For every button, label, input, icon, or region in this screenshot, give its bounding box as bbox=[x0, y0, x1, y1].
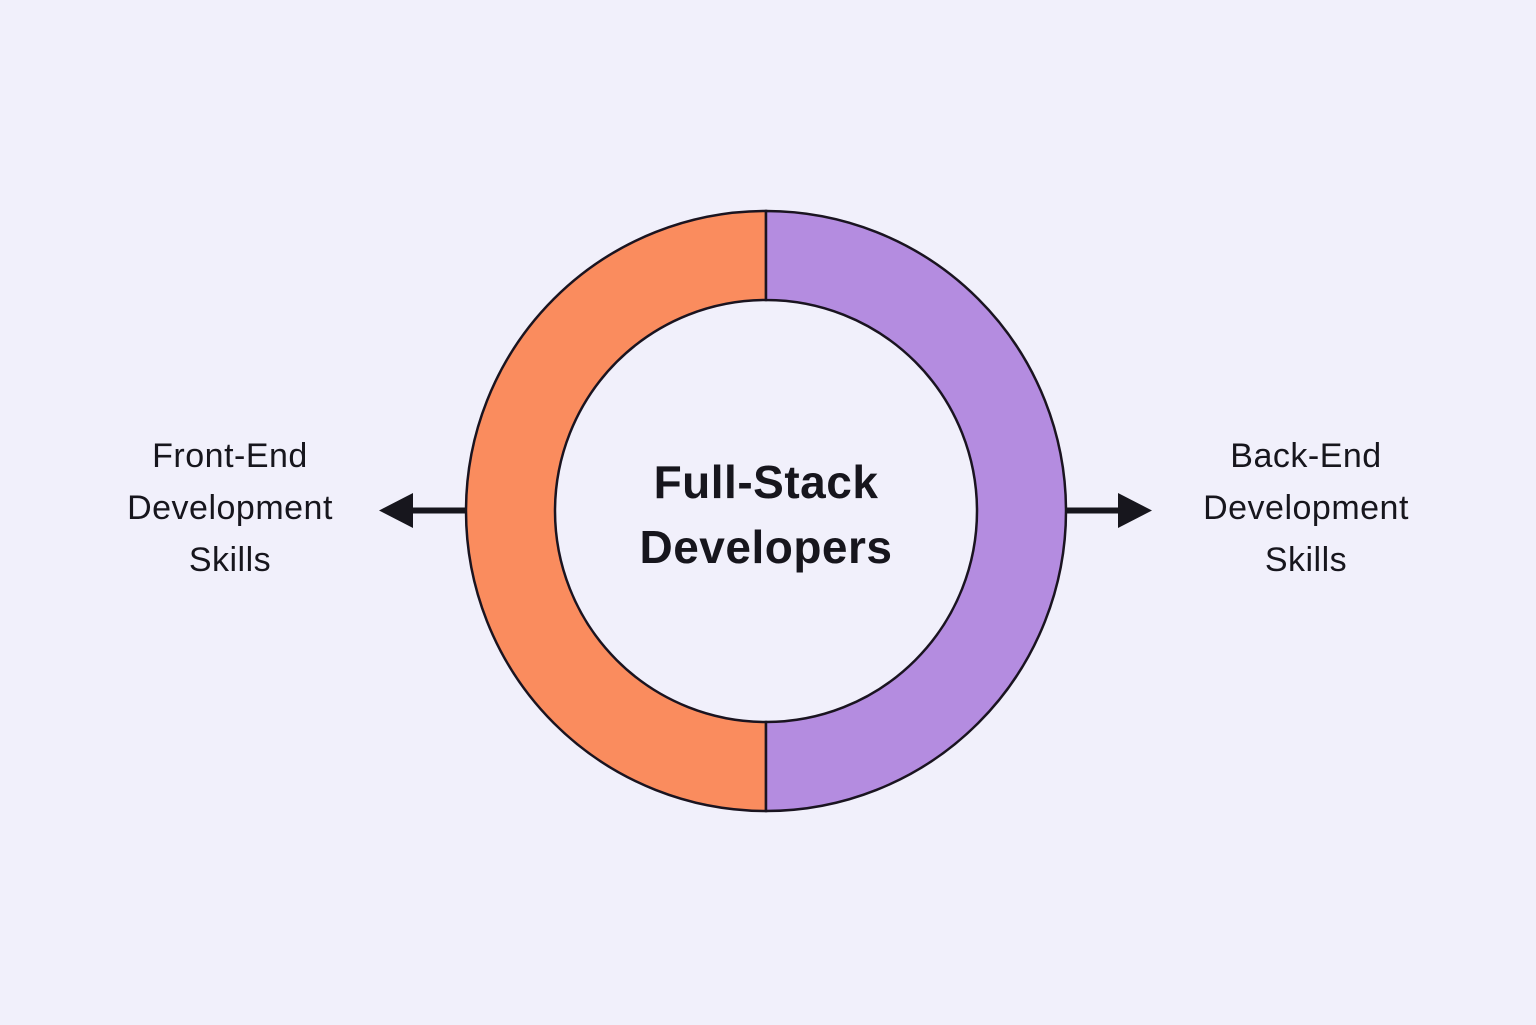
right-arrow bbox=[1065, 493, 1152, 528]
back-end-label: Back-End Development Skills bbox=[1126, 430, 1486, 586]
left-arrow bbox=[379, 493, 466, 528]
center-title: Full-Stack Developers bbox=[566, 450, 966, 580]
center-title-line: Developers bbox=[639, 521, 893, 573]
back-end-label-line: Back-End bbox=[1230, 437, 1382, 475]
right-arrowhead-icon bbox=[1118, 493, 1152, 528]
front-end-label-line: Skills bbox=[188, 541, 272, 579]
back-end-label-line: Skills bbox=[1264, 541, 1348, 579]
front-end-segment bbox=[464, 209, 768, 813]
back-end-label-line: Development bbox=[1203, 489, 1409, 527]
front-end-label-line: Front-End bbox=[152, 437, 308, 475]
donut-ring bbox=[464, 209, 1068, 813]
back-end-segment bbox=[764, 209, 1068, 813]
left-arrowhead-icon bbox=[379, 493, 413, 528]
front-end-label: Front-End Development Skills bbox=[50, 430, 410, 586]
front-end-label-line: Development bbox=[127, 489, 333, 527]
center-title-line: Full-Stack bbox=[653, 456, 879, 508]
